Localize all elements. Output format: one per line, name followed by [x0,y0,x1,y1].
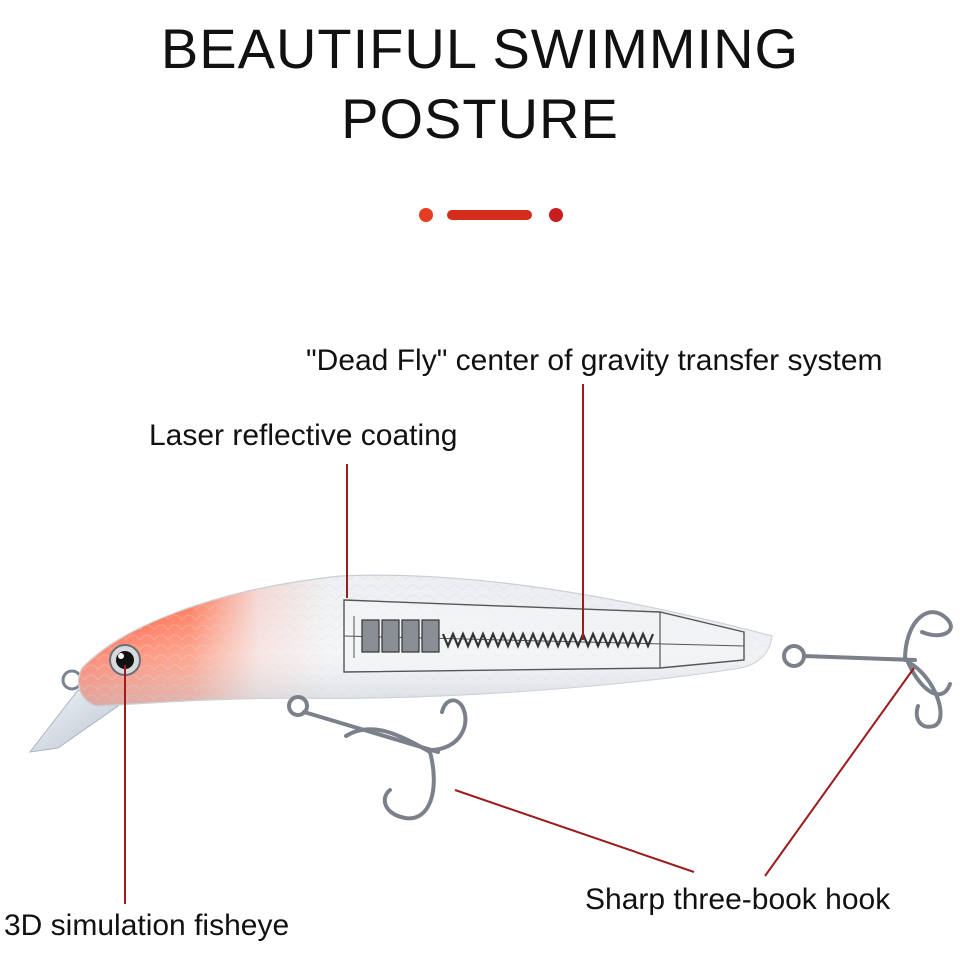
divider-dot-left [419,208,433,222]
fisheye [109,644,141,676]
weight-chamber [343,599,745,673]
divider-dot-right [549,208,563,222]
weight-ball [401,619,420,653]
rear-treble-hook [782,610,953,729]
weight-ball [381,619,400,653]
callout-dead-fly: "Dead Fly" center of gravity transfer sy… [306,344,883,377]
page-title: BEAUTIFUL SWIMMING POSTURE [0,14,960,154]
callout-hook: Sharp three-book hook [585,883,891,916]
callout-fisheye: 3D simulation fisheye [4,909,290,942]
callout-laser-coating: Laser reflective coating [149,419,458,452]
belly-treble-hook [287,695,468,821]
leader-hook-rear [764,667,915,877]
weight-ball [361,619,380,653]
title-divider-ornament [419,208,563,222]
transfer-spring [441,631,655,649]
leader-hook-belly [454,789,695,873]
title-line-1: BEAUTIFUL SWIMMING [160,17,800,80]
callout-leaders [124,384,915,904]
divider-bar [447,210,532,220]
title-line-2: POSTURE [341,87,619,150]
weight-ball [421,619,440,653]
